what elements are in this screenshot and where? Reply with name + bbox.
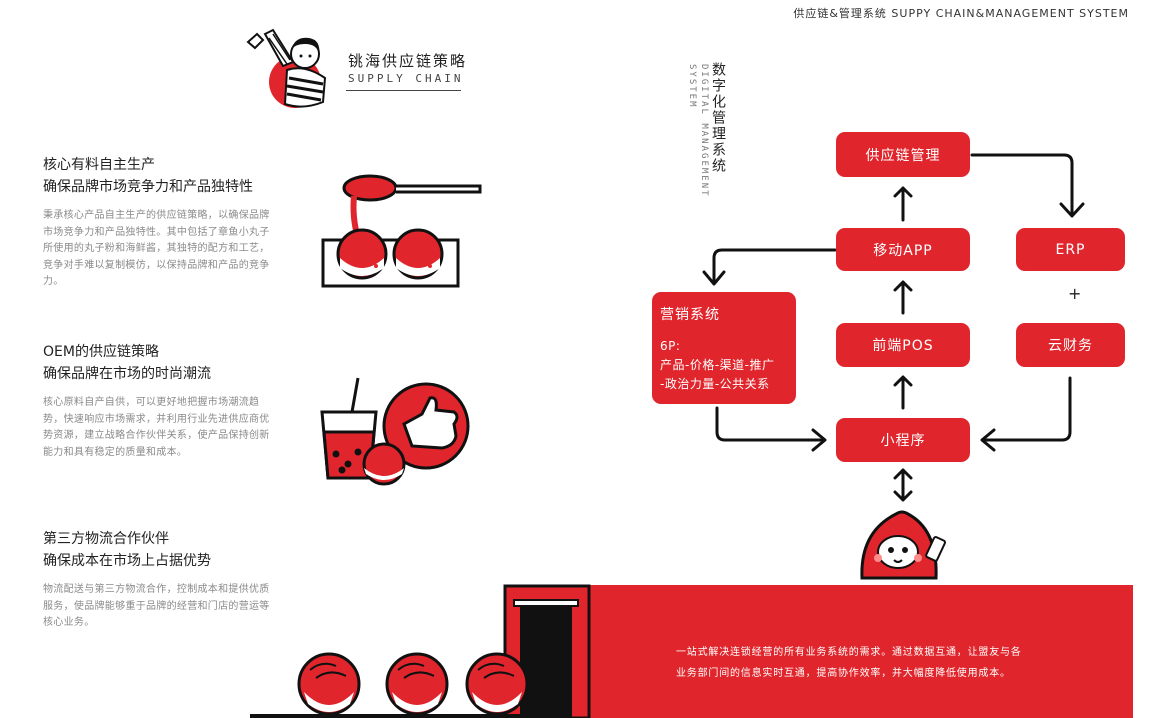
node-front-pos: 前端POS (836, 323, 970, 367)
page-header: 供应链&管理系统 SUPPY CHAIN&MANAGEMENT SYSTEM (793, 7, 1129, 20)
arrow-icon (893, 375, 913, 410)
section-body: 物流配送与第三方物流合作，控制成本和提供优质服务，使品牌能够重于品牌的经营和门店… (43, 584, 270, 628)
arrow-icon (970, 153, 1074, 216)
node-erp: ERP (1016, 228, 1125, 271)
section-core-production: 核心有料自主生产 确保品牌市场竞争力和产品独特性 秉承核心产品自主生产的供应链策… (43, 154, 271, 291)
node-cloud-finance: 云财务 (1016, 323, 1125, 367)
arrow-icon (893, 186, 913, 222)
arrow-icon (702, 270, 726, 286)
brand-subtitle: SUPPLY CHAIN (348, 72, 464, 85)
brand-divider (346, 90, 461, 91)
marketing-line: -政治力量-公共关系 (660, 377, 770, 391)
diagram-title-en: DIGITAL MANAGEMENT SYSTEM (687, 64, 709, 198)
takoyaki-conveyor (250, 652, 530, 718)
takoyaki-icon (465, 652, 529, 716)
brand-title: 铫海供应链策略 (348, 52, 468, 70)
banner-text: 一站式解决连锁经营的所有业务系统的需求。通过数据互通，让盟友与各 业务部门间的信… (676, 647, 1022, 679)
takoyaki-icon (297, 652, 361, 716)
section-body: 秉承核心产品自主生产的供应链策略，以确保品牌市场竞争力和产品独特性。其中包括了章… (43, 210, 270, 287)
bubble-tea-thumbs-up-icon (320, 377, 470, 486)
node-mini-program: 小程序 (836, 418, 970, 462)
arrow-icon (712, 248, 837, 284)
takoyaki-icon (385, 652, 449, 716)
bottom-banner (505, 585, 1133, 718)
mascot-phone-icon (860, 510, 947, 580)
arrow-icon (893, 468, 913, 502)
section-subtitle: 确保成本在市场上占据优势 (43, 553, 211, 569)
marketing-title: 营销系统 (660, 307, 720, 323)
marketing-line: 产品-价格-渠道-推广 (660, 358, 775, 372)
diagram-title-cn: 数字化管理系统 (710, 62, 726, 174)
section-title: 第三方物流合作伙伴 (43, 531, 169, 547)
section-logistics: 第三方物流合作伙伴 确保成本在市场上占据优势 物流配送与第三方物流合作，控制成本… (43, 528, 271, 632)
plus-sign: + (1068, 284, 1082, 303)
section-subtitle: 确保品牌在市场的时尚潮流 (43, 366, 211, 382)
arrow-icon (893, 280, 913, 315)
section-subtitle: 确保品牌市场竞争力和产品独特性 (43, 179, 253, 195)
section-oem-strategy: OEM的供应链策略 确保品牌在市场的时尚潮流 核心原料自产自供，可以更好地把握市… (43, 341, 271, 461)
arrow-icon (811, 428, 827, 452)
section-title: OEM的供应链策略 (43, 344, 159, 360)
arrow-icon (982, 376, 1072, 442)
marketing-line: 6P: (660, 339, 681, 353)
arrow-icon (980, 428, 996, 452)
ladle-takoyaki-icon (321, 174, 482, 288)
section-body: 核心原料自产自供，可以更好地把握市场潮流趋势，快速响应市场需求，并利用行业先进供… (43, 397, 270, 458)
mascot-logo-icon (246, 28, 327, 108)
node-mobile-app: 移动APP (836, 228, 970, 271)
node-supply-chain-management: 供应链管理 (836, 132, 970, 177)
section-title: 核心有料自主生产 (43, 157, 155, 173)
arrow-icon (1059, 202, 1085, 218)
arrow-icon (715, 406, 825, 442)
node-marketing-system: 营销系统 6P: 产品-价格-渠道-推广 -政治力量-公共关系 (652, 292, 796, 404)
